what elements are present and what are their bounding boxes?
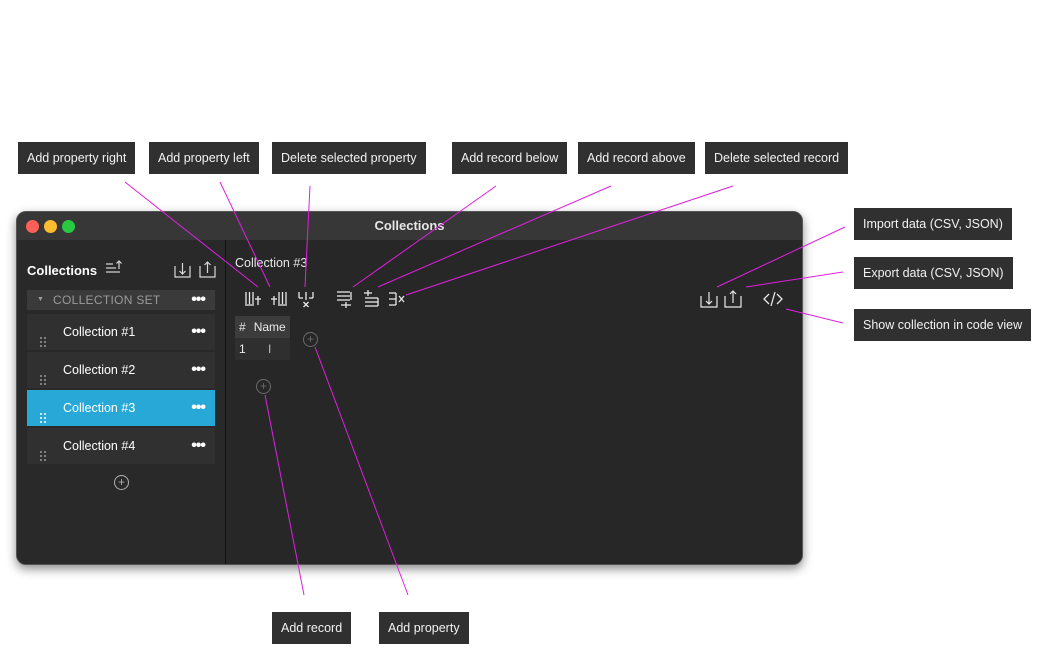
collection-name: Collection #2 [63,363,136,377]
drag-handle-icon[interactable] [39,326,47,362]
callout-delete-selected-record: Delete selected record [705,142,849,174]
add-property-right-icon[interactable] [244,290,262,308]
callout-add-property-left: Add property left [149,142,259,174]
sidebar-item-collection-3[interactable]: Collection #3 ••• [27,390,215,426]
callout-add-property-right: Add property right [18,142,136,174]
window-title: Collections [374,218,445,233]
table-row: 1 I [235,338,290,360]
callout-export-data: Export data (CSV, JSON) [854,257,1013,289]
callout-add-record-above: Add record above [578,142,695,174]
export-data-icon[interactable] [724,290,742,308]
row-index: 1 [235,338,250,360]
export-icon[interactable] [199,260,216,283]
collection-name: Collection #3 [63,401,136,415]
import-icon[interactable] [174,260,191,283]
callout-add-record-below: Add record below [452,142,568,174]
close-window-button[interactable] [26,220,39,233]
callout-add-property: Add property [379,612,469,644]
collection-set-label: COLLECTION SET [53,293,161,307]
callout-show-code-view: Show collection in code view [854,309,1032,341]
collection-set-header[interactable]: ▼ COLLECTION SET ••• [27,290,215,310]
callout-import-data: Import data (CSV, JSON) [854,208,1012,240]
sidebar-item-collection-1[interactable]: Collection #1 ••• [27,314,215,350]
sidebar-item-collection-4[interactable]: Collection #4 ••• [27,428,215,464]
collections-window: Collections Collections ▼ COLLECTION SET… [16,211,803,565]
add-record-below-icon[interactable] [336,290,354,308]
maximize-window-button[interactable] [62,220,75,233]
sort-icon[interactable] [105,260,123,281]
collection-set-more-icon[interactable]: ••• [191,291,206,308]
add-collection-button[interactable]: + [114,475,129,490]
add-record-above-icon[interactable] [362,290,380,308]
add-property-button[interactable]: + [303,332,318,347]
add-record-button[interactable]: + [256,379,271,394]
sidebar: Collections ▼ COLLECTION SET ••• Collect… [17,240,226,564]
delete-record-icon[interactable] [388,290,406,308]
collection-title: Collection #3 [235,256,308,270]
drag-handle-icon[interactable] [39,402,47,438]
drag-handle-icon[interactable] [39,364,47,400]
collapse-triangle-icon[interactable]: ▼ [37,296,44,303]
name-cell[interactable]: I [249,338,290,360]
more-icon[interactable]: ••• [191,399,206,416]
window-titlebar: Collections [17,212,802,240]
sidebar-item-collection-2[interactable]: Collection #2 ••• [27,352,215,388]
collection-name: Collection #1 [63,325,136,339]
more-icon[interactable]: ••• [191,361,206,378]
more-icon[interactable]: ••• [191,323,206,340]
code-view-icon[interactable] [763,290,783,308]
delete-property-icon[interactable] [297,290,315,308]
drag-handle-icon[interactable] [39,440,47,476]
name-column-header[interactable]: Name [249,316,290,338]
collection-name: Collection #4 [63,439,136,453]
import-data-icon[interactable] [700,290,718,308]
table-header-row: # Name [235,316,290,338]
callout-add-record: Add record [272,612,352,644]
more-icon[interactable]: ••• [191,437,206,454]
collection-table: # Name 1 I [235,316,290,360]
callout-delete-selected-property: Delete selected property [272,142,426,174]
index-column-header: # [235,316,250,338]
add-property-left-icon[interactable] [270,290,288,308]
minimize-window-button[interactable] [44,220,57,233]
sidebar-title: Collections [27,263,98,278]
